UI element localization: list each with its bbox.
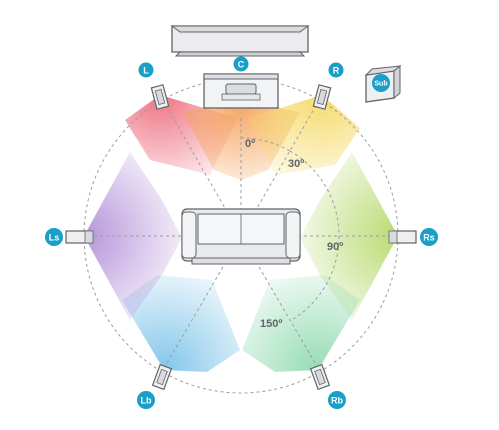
speaker-left-back-icon [151,363,173,391]
speaker-right-icon [312,84,332,110]
badge-right-back-label: Rb [331,396,343,406]
badge-center-label: C [238,60,245,70]
right-back-beam [242,275,360,372]
angle-label-90: 90º [327,241,343,253]
angle-label-0: 0º [245,138,255,150]
badge-right-surround-label: Rs [423,233,435,243]
speaker-left-surround-icon [65,230,94,244]
speaker-badges: C L R Ls Rs Lb Rb Sub [45,56,438,409]
arc-0-30 [240,137,291,152]
tv-icon [170,25,310,57]
badge-left-surround: Ls [45,228,63,246]
badge-left-back-label: Lb [141,396,152,406]
angle-arcs [240,137,340,322]
left-back-beam [122,275,240,372]
badge-subwoofer: Sub [372,74,390,92]
speaker-right-back-icon [309,363,331,391]
angle-labels: 0º 30º 90º 150º [245,138,343,330]
speaker-right-surround-icon [388,230,417,244]
badge-right-label: R [333,66,340,76]
badge-subwoofer-label: Sub [374,81,387,88]
badge-left-label: L [143,66,149,76]
speaker-left-icon [150,84,170,110]
badge-left: L [138,62,154,78]
sofa-icon [181,208,301,265]
angle-label-30: 30º [288,158,304,170]
center-speaker-icon [203,73,279,109]
badge-center: C [233,56,249,72]
badge-right-surround: Rs [420,228,438,246]
arc-30-90 [289,150,340,237]
angle-label-150: 150º [260,318,282,330]
right-beam [248,95,360,175]
badge-left-surround-label: Ls [49,233,60,243]
badge-left-back: Lb [137,391,155,409]
badge-right-back: Rb [328,391,346,409]
badge-right: R [328,62,344,78]
arc-90-150 [289,235,340,322]
